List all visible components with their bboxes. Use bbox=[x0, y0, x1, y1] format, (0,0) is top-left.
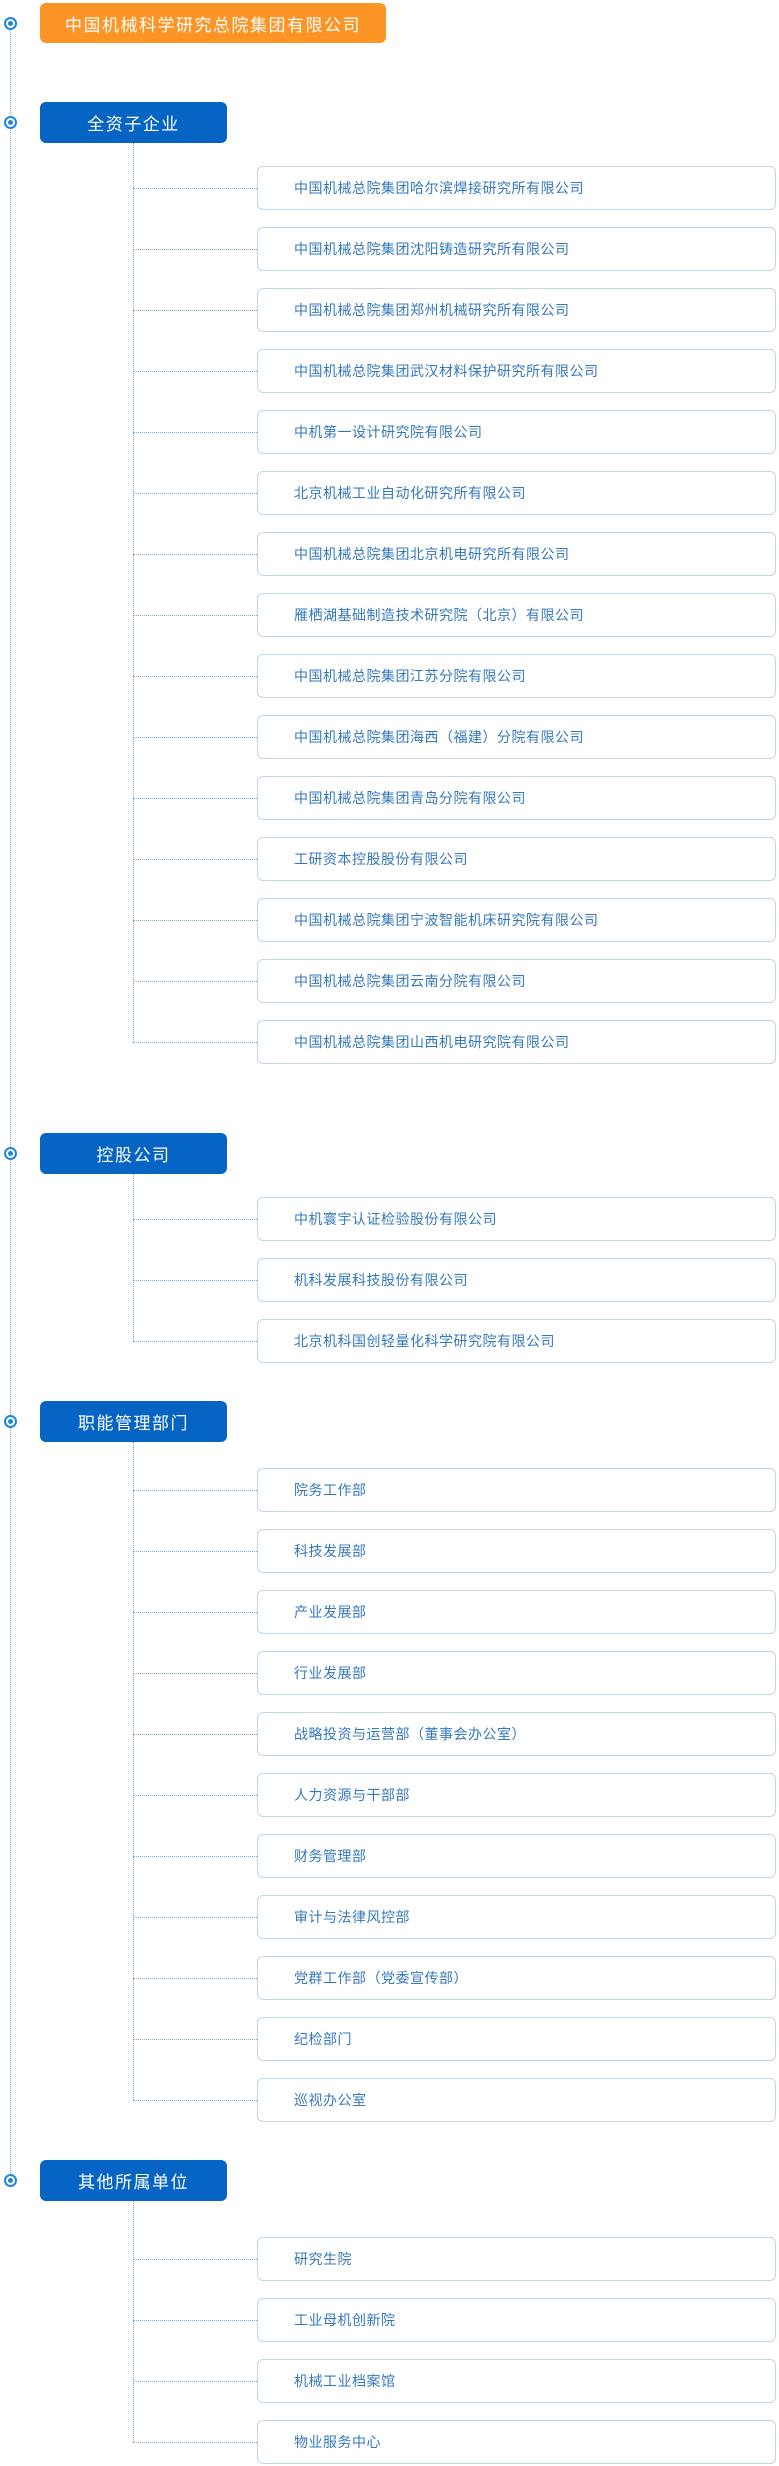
org-unit-item[interactable]: 纪检部门 bbox=[257, 2017, 776, 2061]
org-unit-item[interactable]: 中国机械总院集团郑州机械研究所有限公司 bbox=[257, 288, 776, 332]
org-unit-item[interactable]: 财务管理部 bbox=[257, 1834, 776, 1878]
section-branch-line bbox=[133, 1442, 134, 2100]
org-unit-item[interactable]: 产业发展部 bbox=[257, 1590, 776, 1634]
org-unit-item[interactable]: 研究生院 bbox=[257, 2237, 776, 2281]
category-button[interactable]: 其他所属单位 bbox=[40, 2160, 227, 2201]
item-connector-line bbox=[133, 554, 257, 555]
item-connector-line bbox=[133, 2442, 257, 2443]
section-collapse-toggle-icon[interactable] bbox=[4, 116, 17, 129]
org-unit-item[interactable]: 机科发展科技股份有限公司 bbox=[257, 1258, 776, 1302]
item-connector-line bbox=[133, 615, 257, 616]
org-unit-item[interactable]: 工业母机创新院 bbox=[257, 2298, 776, 2342]
item-connector-line bbox=[133, 1734, 257, 1735]
org-unit-item[interactable]: 北京机科国创轻量化科学研究院有限公司 bbox=[257, 1319, 776, 1363]
item-connector-line bbox=[133, 2320, 257, 2321]
item-connector-line bbox=[133, 737, 257, 738]
org-unit-item[interactable]: 巡视办公室 bbox=[257, 2078, 776, 2122]
section-collapse-toggle-icon[interactable] bbox=[4, 1147, 17, 1160]
section-collapse-toggle-icon[interactable] bbox=[4, 2174, 17, 2187]
item-connector-line bbox=[133, 249, 257, 250]
org-unit-item[interactable]: 中国机械总院集团武汉材料保护研究所有限公司 bbox=[257, 349, 776, 393]
item-connector-line bbox=[133, 676, 257, 677]
org-unit-item[interactable]: 中机第一设计研究院有限公司 bbox=[257, 410, 776, 454]
org-unit-item[interactable]: 中国机械总院集团宁波智能机床研究院有限公司 bbox=[257, 898, 776, 942]
item-connector-line bbox=[133, 1551, 257, 1552]
org-unit-item[interactable]: 院务工作部 bbox=[257, 1468, 776, 1512]
item-connector-line bbox=[133, 920, 257, 921]
item-connector-line bbox=[133, 1490, 257, 1491]
org-unit-item[interactable]: 雁栖湖基础制造技术研究院（北京）有限公司 bbox=[257, 593, 776, 637]
section-collapse-toggle-icon[interactable] bbox=[4, 1415, 17, 1428]
item-connector-line bbox=[133, 1978, 257, 1979]
org-unit-item[interactable]: 北京机械工业自动化研究所有限公司 bbox=[257, 471, 776, 515]
org-unit-item[interactable]: 中国机械总院集团山西机电研究院有限公司 bbox=[257, 1020, 776, 1064]
org-unit-item[interactable]: 行业发展部 bbox=[257, 1651, 776, 1695]
category-button[interactable]: 全资子企业 bbox=[40, 102, 227, 143]
org-unit-item[interactable]: 物业服务中心 bbox=[257, 2420, 776, 2464]
org-unit-item[interactable]: 中国机械总院集团江苏分院有限公司 bbox=[257, 654, 776, 698]
item-connector-line bbox=[133, 859, 257, 860]
item-connector-line bbox=[133, 1673, 257, 1674]
org-unit-item[interactable]: 机械工业档案馆 bbox=[257, 2359, 776, 2403]
org-unit-item[interactable]: 中国机械总院集团海西（福建）分院有限公司 bbox=[257, 715, 776, 759]
category-button[interactable]: 职能管理部门 bbox=[40, 1401, 227, 1442]
org-unit-item[interactable]: 审计与法律风控部 bbox=[257, 1895, 776, 1939]
item-connector-line bbox=[133, 432, 257, 433]
item-connector-line bbox=[133, 2039, 257, 2040]
org-unit-item[interactable]: 科技发展部 bbox=[257, 1529, 776, 1573]
item-connector-line bbox=[133, 1219, 257, 1220]
section-branch-line bbox=[133, 1174, 134, 1341]
item-connector-line bbox=[133, 1795, 257, 1796]
item-connector-line bbox=[133, 2381, 257, 2382]
root-collapse-toggle-icon[interactable] bbox=[4, 17, 17, 30]
category-button[interactable]: 控股公司 bbox=[40, 1133, 227, 1174]
section-branch-line bbox=[133, 143, 134, 1042]
org-unit-item[interactable]: 中国机械总院集团北京机电研究所有限公司 bbox=[257, 532, 776, 576]
org-unit-item[interactable]: 工研资本控股股份有限公司 bbox=[257, 837, 776, 881]
item-connector-line bbox=[133, 188, 257, 189]
item-connector-line bbox=[133, 1042, 257, 1043]
org-unit-item[interactable]: 党群工作部（党委宣传部） bbox=[257, 1956, 776, 2000]
org-unit-item[interactable]: 战略投资与运营部（董事会办公室） bbox=[257, 1712, 776, 1756]
item-connector-line bbox=[133, 1917, 257, 1918]
item-connector-line bbox=[133, 1341, 257, 1342]
item-connector-line bbox=[133, 310, 257, 311]
item-connector-line bbox=[133, 371, 257, 372]
org-unit-item[interactable]: 中国机械总院集团青岛分院有限公司 bbox=[257, 776, 776, 820]
item-connector-line bbox=[133, 2259, 257, 2260]
item-connector-line bbox=[133, 1612, 257, 1613]
item-connector-line bbox=[133, 981, 257, 982]
org-unit-item[interactable]: 中国机械总院集团沈阳铸造研究所有限公司 bbox=[257, 227, 776, 271]
item-connector-line bbox=[133, 1856, 257, 1857]
item-connector-line bbox=[133, 798, 257, 799]
root-node[interactable]: 中国机械科学研究总院集团有限公司 bbox=[40, 3, 386, 43]
org-unit-item[interactable]: 人力资源与干部部 bbox=[257, 1773, 776, 1817]
item-connector-line bbox=[133, 2100, 257, 2101]
org-unit-item[interactable]: 中机寰宇认证检验股份有限公司 bbox=[257, 1197, 776, 1241]
tree-trunk-line bbox=[10, 23, 11, 2181]
org-unit-item[interactable]: 中国机械总院集团云南分院有限公司 bbox=[257, 959, 776, 1003]
item-connector-line bbox=[133, 493, 257, 494]
item-connector-line bbox=[133, 1280, 257, 1281]
section-branch-line bbox=[133, 2201, 134, 2442]
org-unit-item[interactable]: 中国机械总院集团哈尔滨焊接研究所有限公司 bbox=[257, 166, 776, 210]
